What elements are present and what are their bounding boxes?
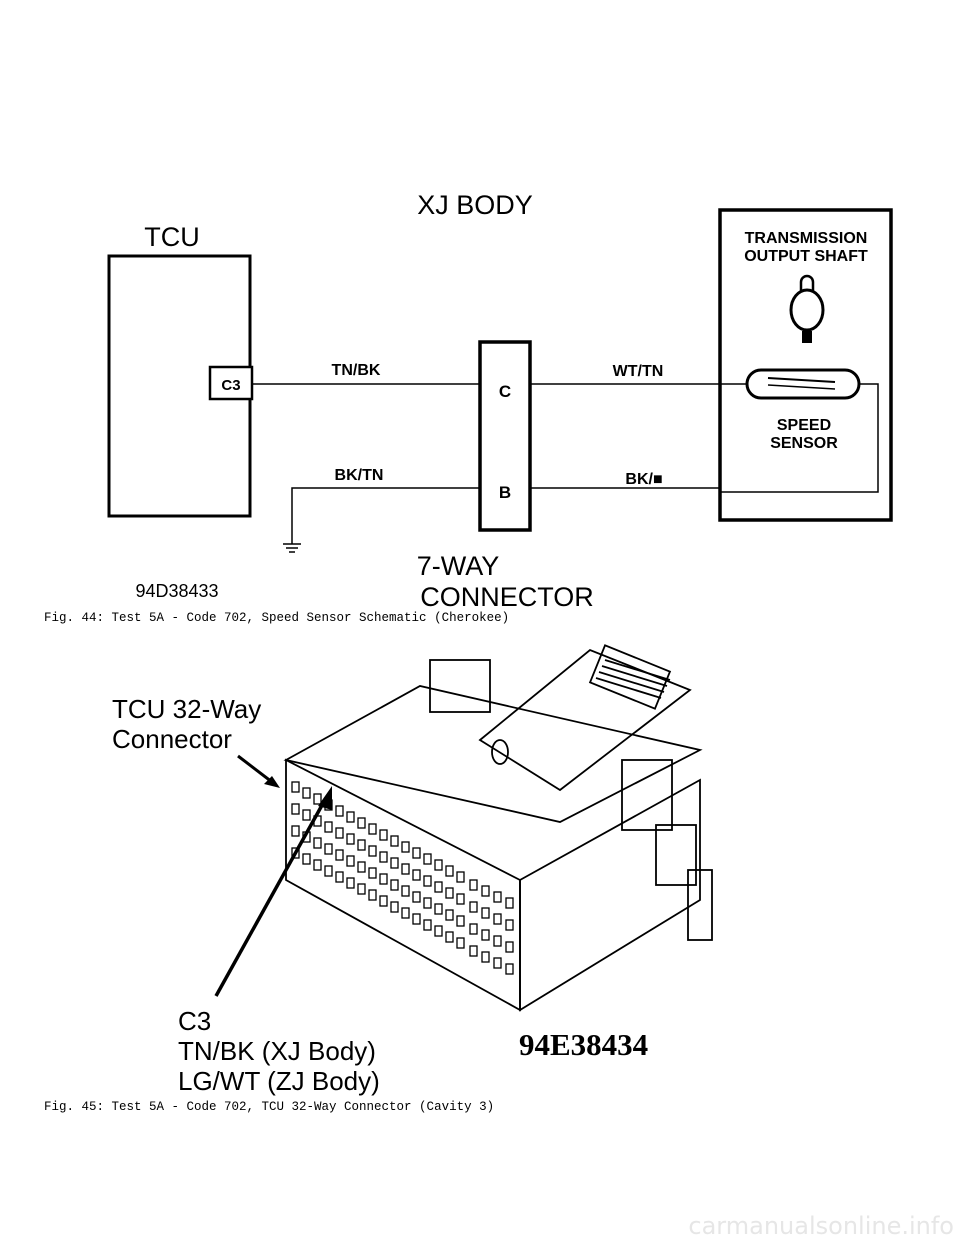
connector-callout-line2: Connector xyxy=(112,724,232,754)
wire-bk-tn-label: BK/TN xyxy=(335,467,384,484)
cavity-label: C3 xyxy=(178,1006,211,1036)
connector-callout-line1: TCU 32-Way xyxy=(112,694,261,724)
figure-44-caption: Fig. 44: Test 5A - Code 702, Speed Senso… xyxy=(44,611,509,625)
sensor-label-line2: SENSOR xyxy=(770,435,838,452)
wire-bk-tn xyxy=(291,487,480,540)
sensor-label-line1: SPEED xyxy=(777,417,831,434)
tcu-pin-label: C3 xyxy=(221,377,240,394)
ground-icon xyxy=(283,540,301,553)
wire-bk-sensor-label: BK/■ xyxy=(625,471,662,488)
transmission-label-line2: OUTPUT SHAFT xyxy=(744,248,868,265)
magnet-icon xyxy=(789,274,825,343)
connector-name-line1: 7-WAY xyxy=(417,551,500,581)
connector-pin-b: B xyxy=(499,483,511,502)
transmission-box xyxy=(718,208,893,522)
tcu-pin-box xyxy=(208,365,254,401)
connector-figure-id: 94E38434 xyxy=(519,1027,648,1062)
wire-tn-bk-label: TN/BK xyxy=(332,362,381,379)
callout-arrow-icon xyxy=(237,754,280,788)
wire-wt-tn-label: WT/TN xyxy=(613,363,664,380)
connector-housing xyxy=(283,644,713,1012)
cavity-pointer-arrow-icon xyxy=(214,786,332,997)
speed-sensor-schematic: XJ BODY TCU C3 TN/BK BK/TN C B WT/TN BK/… xyxy=(107,190,893,612)
cavity-xj-wire: TN/BK (XJ Body) xyxy=(178,1036,376,1066)
schematic-title: XJ BODY xyxy=(417,190,533,220)
connector-cavities xyxy=(291,781,514,975)
connector-pin-c: C xyxy=(499,382,511,401)
connector-name-line2: CONNECTOR xyxy=(420,582,594,612)
seven-way-connector-box xyxy=(478,340,532,532)
figure-45-caption: Fig. 45: Test 5A - Code 702, TCU 32-Way … xyxy=(44,1100,494,1114)
speed-sensor-icon xyxy=(720,368,879,493)
tcu-label: TCU xyxy=(144,222,200,252)
watermark: carmanualsonline.info xyxy=(688,1212,954,1240)
tcu-32-way-connector-drawing: TCU 32-Way Connector xyxy=(112,644,713,1096)
transmission-label-line1: TRANSMISSION xyxy=(745,230,868,247)
cavity-zj-wire: LG/WT (ZJ Body) xyxy=(178,1066,380,1096)
schematic-figure-id: 94D38433 xyxy=(135,581,218,601)
